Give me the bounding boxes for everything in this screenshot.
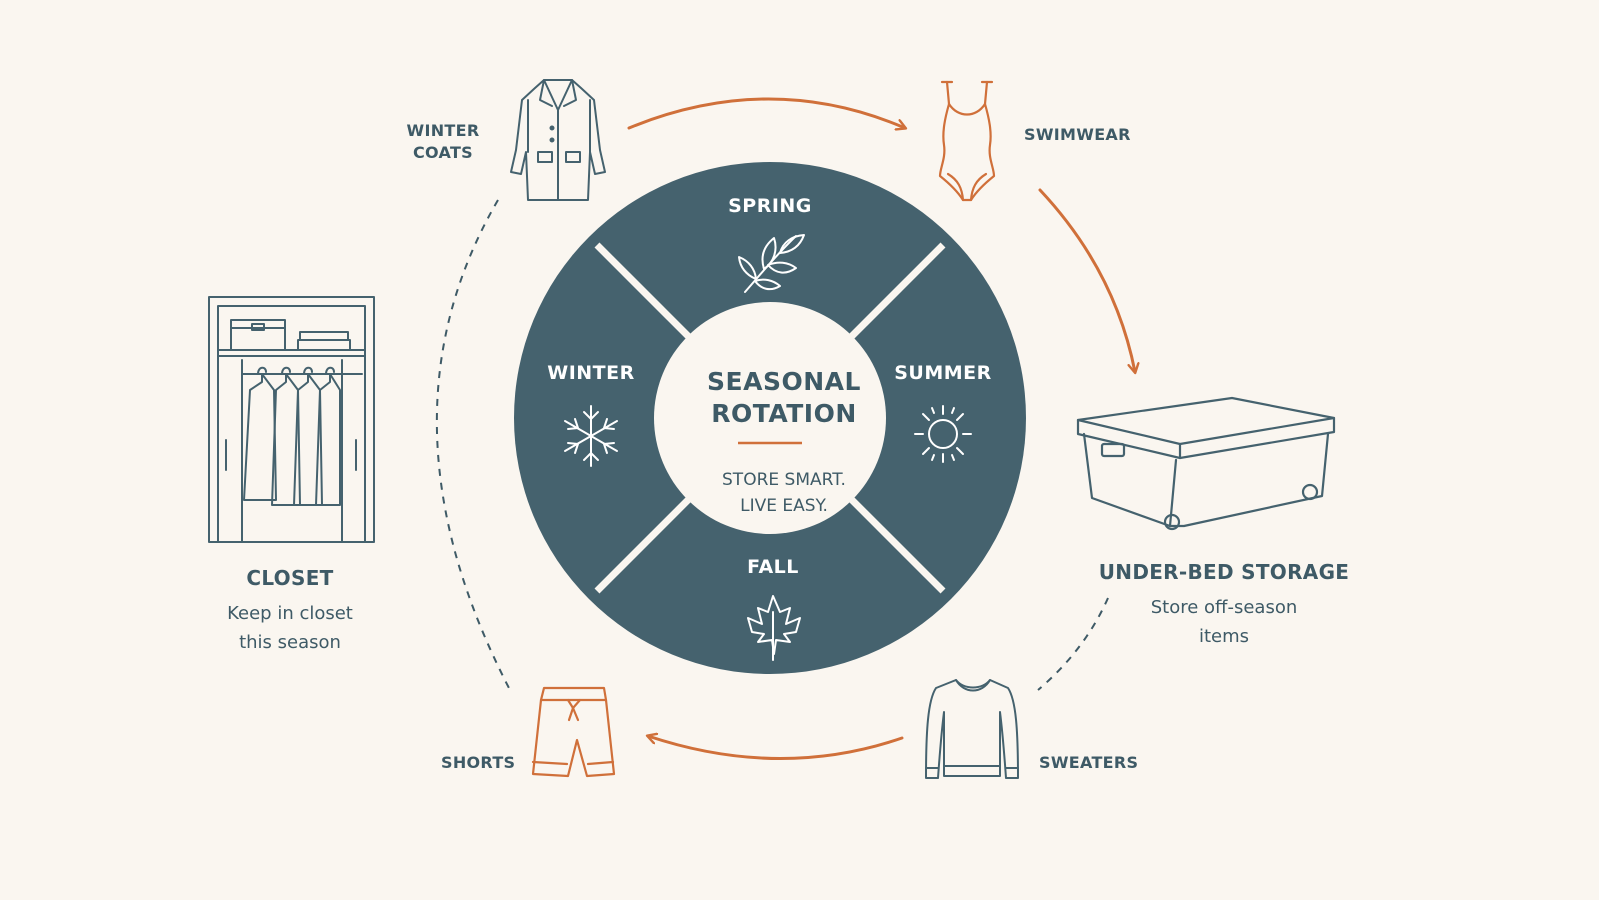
storage-title: UNDER-BED STORAGE xyxy=(1098,560,1350,584)
fall-maple-leaf-icon xyxy=(747,595,801,661)
label-line: WINTER xyxy=(406,121,480,140)
diagram-tagline: STORE SMART. LIVE EASY. xyxy=(669,467,899,519)
winter-snowflake-icon xyxy=(564,405,618,467)
diagram-title: SEASONAL ROTATION xyxy=(669,366,899,430)
arrow-swimwear-to-storage xyxy=(1038,188,1135,372)
summer-sun-icon xyxy=(914,405,972,463)
dashed-connector-right xyxy=(1037,597,1109,691)
wheel-center xyxy=(654,302,886,534)
swimwear-icon xyxy=(938,80,996,202)
desc-line: Store off-season xyxy=(1150,597,1298,618)
label-shorts: SHORTS xyxy=(441,753,516,772)
spring-leaf-icon xyxy=(738,234,805,293)
season-label-fall: FALL xyxy=(747,556,799,578)
arrow-sweaters-to-shorts xyxy=(648,736,904,760)
season-wheel xyxy=(514,162,1026,674)
winter-coat-icon xyxy=(510,79,606,201)
tagline-line: LIVE EASY. xyxy=(740,496,828,516)
desc-line: Keep in closet xyxy=(227,603,353,624)
arrow-coats-to-swimwear xyxy=(627,97,905,128)
title-line: ROTATION xyxy=(711,399,857,428)
dashed-connector-left xyxy=(435,199,511,691)
season-label-winter: WINTER xyxy=(547,362,635,384)
desc-line: this season xyxy=(239,632,341,653)
label-sweaters: SWEATERS xyxy=(1039,753,1139,772)
label-winter-coats: WINTER COATS xyxy=(393,120,493,164)
storage-bin-icon xyxy=(1076,396,1336,531)
label-line: COATS xyxy=(413,143,473,162)
desc-line: items xyxy=(1198,626,1250,647)
label-swimwear: SWIMWEAR xyxy=(1024,125,1131,144)
closet-description: Keep in closet this season xyxy=(190,599,390,657)
shorts-icon xyxy=(531,686,616,778)
season-label-spring: SPRING xyxy=(728,195,812,217)
sweater-icon xyxy=(925,679,1019,779)
storage-description: Store off-season items xyxy=(1104,593,1344,651)
title-line: SEASONAL xyxy=(707,367,861,396)
closet-title: CLOSET xyxy=(246,566,334,590)
season-label-summer: SUMMER xyxy=(894,362,992,384)
tagline-line: STORE SMART. xyxy=(722,470,846,490)
closet-icon xyxy=(208,296,375,543)
